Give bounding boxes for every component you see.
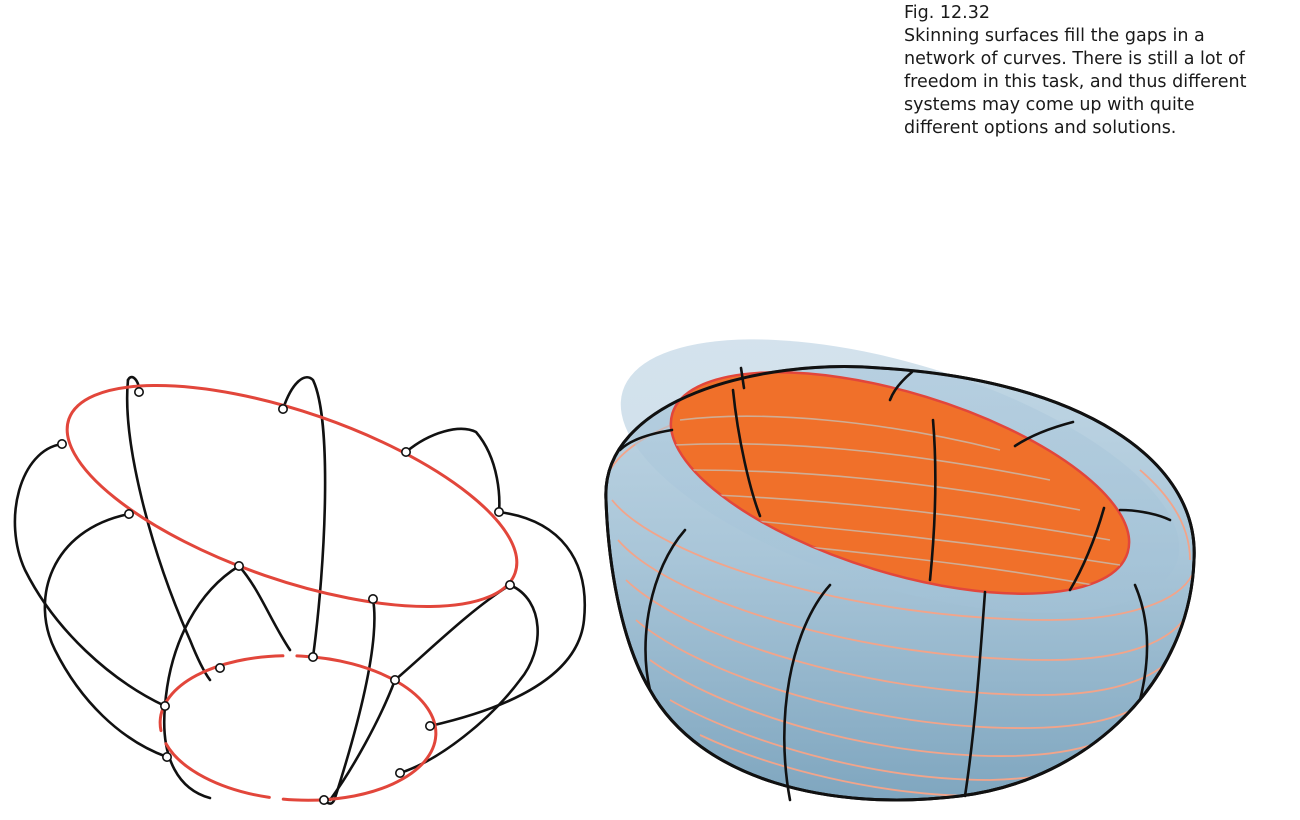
caption-line-5: different options and solutions.: [904, 118, 1177, 138]
figure-caption: Fig. 12.32 Skinning surfaces fill the ga…: [904, 2, 1296, 140]
caption-line-4: systems may come up with quite: [904, 95, 1195, 115]
skinned-bowl-surface: [604, 339, 1196, 802]
curve-network-wireframe: [13, 375, 587, 805]
caption-line-3: freedom in this task, and thus different: [904, 72, 1247, 92]
figure-label: Fig. 12.32: [904, 3, 990, 23]
caption-line-2: network of curves. There is still a lot …: [904, 49, 1245, 69]
caption-line-1: Skinning surfaces fill the gaps in a: [904, 26, 1205, 46]
